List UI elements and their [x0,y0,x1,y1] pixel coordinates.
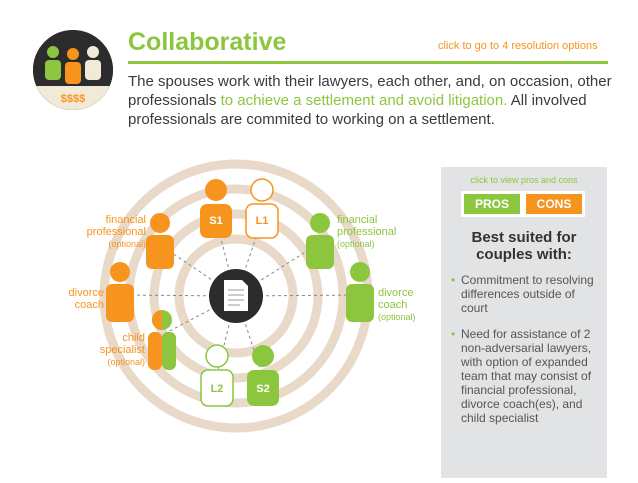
financial-professional-left-label: financial professional (optional) [86,214,146,249]
financial-professional-right-label: financial professional (optional) [337,214,397,249]
child-specialist-figure [148,310,176,370]
financial-professional-right-figure [306,213,334,269]
page-title: Collaborative [128,28,287,56]
lawyer-2-label: L2 [211,383,224,395]
panel-heading: Best suited for couples with: [471,229,577,263]
people-illustration: $$$$ [33,30,113,110]
collaborative-logo: $$$$ [33,30,113,110]
spouse-1-figure: S1 [200,179,232,238]
document-icon [224,280,248,311]
divorce-coach-left-label: divorce coach [68,287,104,311]
description: The spouses work with their lawyers, eac… [128,72,618,129]
child-specialist-label: child specialist (optional) [99,332,145,367]
collaboration-diagram: S1 L1 [0,150,430,478]
description-highlight: to achieve a settlement and avoid litiga… [220,92,508,109]
spouse-2-figure: S2 [247,345,279,406]
lawyer-1-label: L1 [256,215,269,227]
divorce-coach-right-figure [346,262,374,322]
bullet-icon: • [451,273,456,287]
svg-text:$$$$: $$$$ [61,93,85,105]
spouse-1-label: S1 [209,215,222,227]
suitability-list: •Commitment to resolving differences out… [451,273,601,437]
rings-graphic: S1 L1 [99,159,374,433]
lawyer-2-figure: L2 [200,344,234,407]
pros-tab[interactable]: PROS [461,191,523,217]
description-text: The spouses work with their lawyers, eac… [128,73,612,109]
bullet-icon: • [451,327,456,341]
list-item: •Commitment to resolving differences out… [451,273,594,315]
divorce-coach-left-figure [106,262,134,322]
description-text-2: All involved professionals are commited … [128,92,587,128]
pros-cons-panel: click to view pros and cons PROS CONS Be… [441,167,607,478]
pros-cons-hint: click to view pros and cons [470,175,578,185]
divorce-coach-right-label: divorce coach (optional) [378,287,416,322]
list-item: •Need for assistance of 2 non-adversaria… [451,327,592,425]
spouse-2-label: S2 [256,383,269,395]
title-divider [128,61,608,64]
lawyer-1-figure: L1 [245,178,279,239]
resolution-options-link[interactable]: click to go to 4 resolution options [438,40,598,52]
financial-professional-left-figure [146,213,174,269]
cons-tab[interactable]: CONS [523,191,585,217]
